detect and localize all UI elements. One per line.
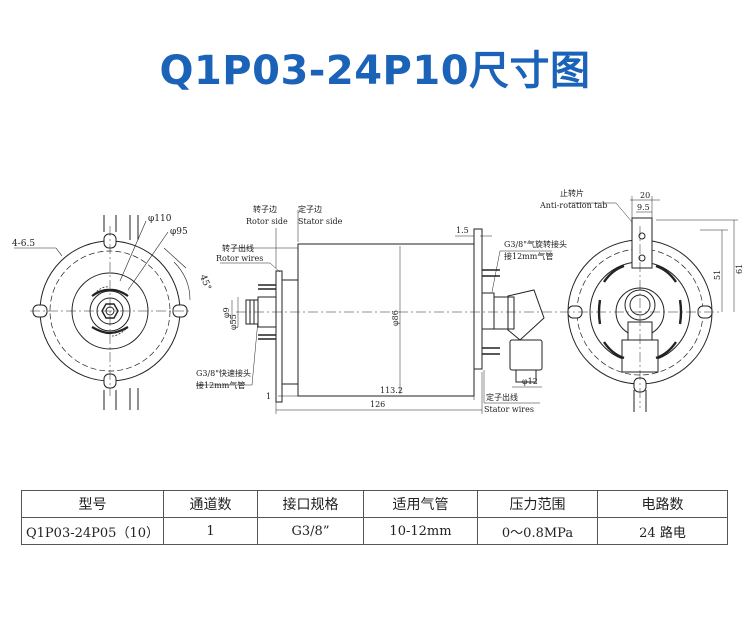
stator-side-cn-label: 定子边: [298, 204, 322, 214]
side-view: [196, 210, 560, 414]
fitting-diameter-label: φ12: [522, 377, 538, 386]
anti-rotation-cn-label: 止转片: [560, 188, 584, 198]
slot-count-label: 4-6.5: [12, 239, 35, 249]
rotor-step: [281, 279, 299, 385]
rotary-joint: [481, 292, 495, 330]
header-circuits: 电路数: [597, 490, 728, 518]
body-length-label: 113.2: [380, 386, 403, 395]
header-port-spec: 接口规格: [257, 490, 364, 518]
dimension-drawing: 4-6.5 φ110 φ95 45° 转子边 定子边 Rotor side St…: [12, 188, 744, 414]
cell-model: Q1P03-24P05（10）: [21, 517, 164, 545]
dim-15-label: 1.5: [456, 226, 469, 235]
rotor-flange: [275, 270, 283, 403]
rotor-side-en-label: Rotor side: [246, 217, 288, 226]
header-tube: 适用气管: [363, 490, 478, 518]
rotor-wires-en-label: Rotor wires: [216, 254, 263, 263]
table-header-row: 型号 通道数 接口规格 适用气管 压力范围 电路数: [21, 490, 728, 518]
header-model: 型号: [21, 490, 164, 518]
outer-diameter-label: φ110: [148, 214, 172, 224]
angle-label: 45°: [197, 273, 212, 292]
right-view: [560, 196, 738, 412]
stator-plate: [473, 228, 483, 370]
small-diameter-label: φ9: [222, 307, 231, 318]
dim-20-label: 20: [640, 191, 650, 200]
body-diameter-label: φ86: [391, 310, 400, 326]
stator-wires-en-label: Stator wires: [484, 405, 534, 414]
push-fitting: [509, 339, 543, 371]
fast-fitting-label: G3/8"快速接头: [196, 368, 251, 378]
dim-95-label: 9.5: [637, 203, 650, 212]
tube-label-2: 接12mm气管: [504, 251, 553, 261]
shaft-diameter-label: φ55: [229, 314, 238, 330]
rotor-side-cn-label: 转子边: [253, 204, 277, 214]
stator-side-en-label: Stator side: [298, 217, 343, 226]
anti-rotation-tab: [631, 217, 653, 269]
housing-body: [297, 243, 475, 397]
table-row: Q1P03-24P05（10） 1 G3/8” 10-12mm 0～0.8MPa…: [21, 517, 728, 545]
total-length-label: 126: [370, 400, 385, 409]
cell-port-spec: G3/8”: [257, 517, 364, 545]
cell-pressure: 0～0.8MPa: [477, 517, 598, 545]
tube-label: 接12mm气管: [196, 380, 245, 390]
dim-1-label: 1: [266, 392, 271, 401]
rotor-wires-cn-label: 转子出线: [222, 243, 254, 253]
cell-circuits: 24 路电: [597, 517, 728, 545]
anti-rotation-en-label: Anti-rotation tab: [539, 201, 607, 210]
elbow-body: [493, 296, 515, 330]
rotary-fitting-label: G3/8"气旋转接头: [504, 239, 567, 249]
elbow-fitting: [507, 289, 545, 341]
dim-51-label: 51: [713, 270, 722, 280]
page-title: Q1P03-24P10尺寸图: [159, 48, 591, 94]
dim-61-label: 61: [735, 264, 744, 274]
cell-channels: 1: [163, 517, 258, 545]
spec-table: 型号 通道数 接口规格 适用气管 压力范围 电路数 Q1P03-24P05（10…: [21, 490, 728, 545]
left-view: [14, 215, 191, 410]
bolt-diameter-label: φ95: [170, 227, 188, 237]
header-pressure: 压力范围: [477, 490, 598, 518]
stator-wires-cn-label: 定子出线: [486, 392, 518, 402]
cell-tube: 10-12mm: [363, 517, 478, 545]
header-channels: 通道数: [163, 490, 258, 518]
